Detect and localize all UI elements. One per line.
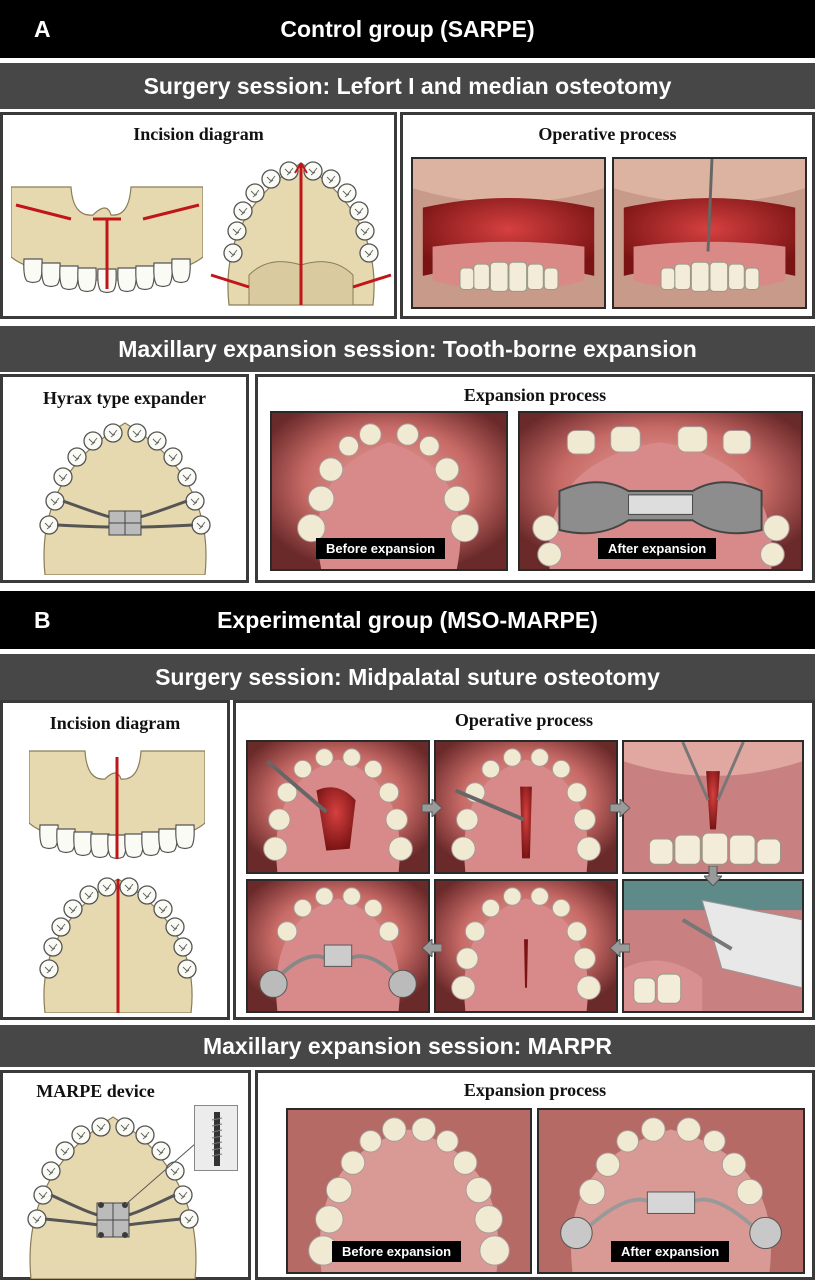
- miniscrew-inset: [194, 1105, 238, 1171]
- a-expansion-process-title: Expansion process: [463, 385, 607, 405]
- section-a-header: A Control group (SARPE): [0, 0, 815, 58]
- a-frontal-maxilla-diagram: [11, 186, 203, 294]
- b-after-expansion-label: After expansion: [611, 1241, 730, 1262]
- a-incision-title: Incision diagram: [133, 124, 264, 144]
- arrow-right-icon: [610, 799, 630, 817]
- b-operative-photo-4: [622, 879, 804, 1013]
- section-a-surgery-band: Surgery session: Lefort I and median ost…: [0, 63, 815, 109]
- a-expansion-panel: Expansion process Before expansion After…: [255, 374, 815, 583]
- b-incision-title: Incision diagram: [49, 713, 181, 733]
- b-operative-photo-5: [434, 879, 618, 1013]
- b-operative-photo-6: [246, 879, 430, 1013]
- a-operative-photo-2: [612, 157, 807, 309]
- b-operative-panel: Operative process: [233, 700, 815, 1020]
- a-operative-photo-1: [411, 157, 606, 309]
- arrow-left-icon: [610, 939, 630, 957]
- section-b-title: Experimental group (MSO-MARPE): [217, 606, 598, 633]
- section-b-expansion-title: Maxillary expansion session: MARPR: [202, 1032, 612, 1059]
- a-hyrax-title: Hyrax type expander: [43, 388, 206, 408]
- a-before-expansion-label: Before expansion: [316, 538, 446, 559]
- a-operative-panel: Operative process: [400, 112, 815, 319]
- section-b-expansion-band: Maxillary expansion session: MARPR: [0, 1025, 815, 1067]
- a-after-expansion-photo: After expansion: [518, 411, 803, 571]
- a-hyrax-diagram: [39, 422, 211, 575]
- section-a-surgery-title: Surgery session: Lefort I and median ost…: [143, 72, 672, 99]
- section-b-surgery-band: Surgery session: Midpalatal suture osteo…: [0, 654, 815, 700]
- b-before-expansion-label: Before expansion: [332, 1241, 462, 1262]
- miniscrew-icon: [211, 1112, 223, 1166]
- b-operative-photo-1: [246, 740, 430, 874]
- section-a-expansion-title: Maxillary expansion session: Tooth-borne…: [118, 335, 697, 362]
- a-operative-title: Operative process: [538, 124, 677, 144]
- arrow-left-icon: [422, 939, 442, 957]
- b-operative-photo-3: [622, 740, 804, 874]
- arrow-right-icon: [422, 799, 442, 817]
- b-marpe-diagram: [27, 1116, 204, 1279]
- b-expansion-process-title: Expansion process: [463, 1080, 607, 1100]
- b-occlusal-maxilla-diagram: [39, 877, 197, 1013]
- a-before-expansion-photo: Before expansion: [270, 411, 508, 571]
- b-marpe-panel: MARPE device: [0, 1070, 251, 1280]
- a-occlusal-maxilla-diagram: [210, 161, 392, 306]
- a-hyrax-panel: Hyrax type expander: [0, 374, 249, 583]
- b-operative-title: Operative process: [454, 710, 594, 730]
- arrow-down-icon: [704, 866, 722, 886]
- b-marpe-title: MARPE device: [36, 1081, 155, 1101]
- section-a-title: Control group (SARPE): [280, 15, 535, 42]
- b-after-expansion-photo: After expansion: [537, 1108, 805, 1274]
- b-expansion-panel: Expansion process Before expansion After…: [255, 1070, 815, 1280]
- section-b-header: B Experimental group (MSO-MARPE): [0, 591, 815, 649]
- b-before-expansion-photo: Before expansion: [286, 1108, 532, 1274]
- a-incision-panel: Incision diagram: [0, 112, 397, 319]
- section-b-surgery-title: Surgery session: Midpalatal suture osteo…: [155, 663, 660, 690]
- b-incision-panel: Incision diagram: [0, 700, 230, 1020]
- a-after-expansion-label: After expansion: [598, 538, 717, 559]
- b-frontal-maxilla-diagram: [29, 750, 205, 860]
- section-a-expansion-band: Maxillary expansion session: Tooth-borne…: [0, 326, 815, 372]
- section-b-letter: B: [34, 606, 51, 633]
- section-a-letter: A: [34, 15, 51, 42]
- b-operative-photo-2: [434, 740, 618, 874]
